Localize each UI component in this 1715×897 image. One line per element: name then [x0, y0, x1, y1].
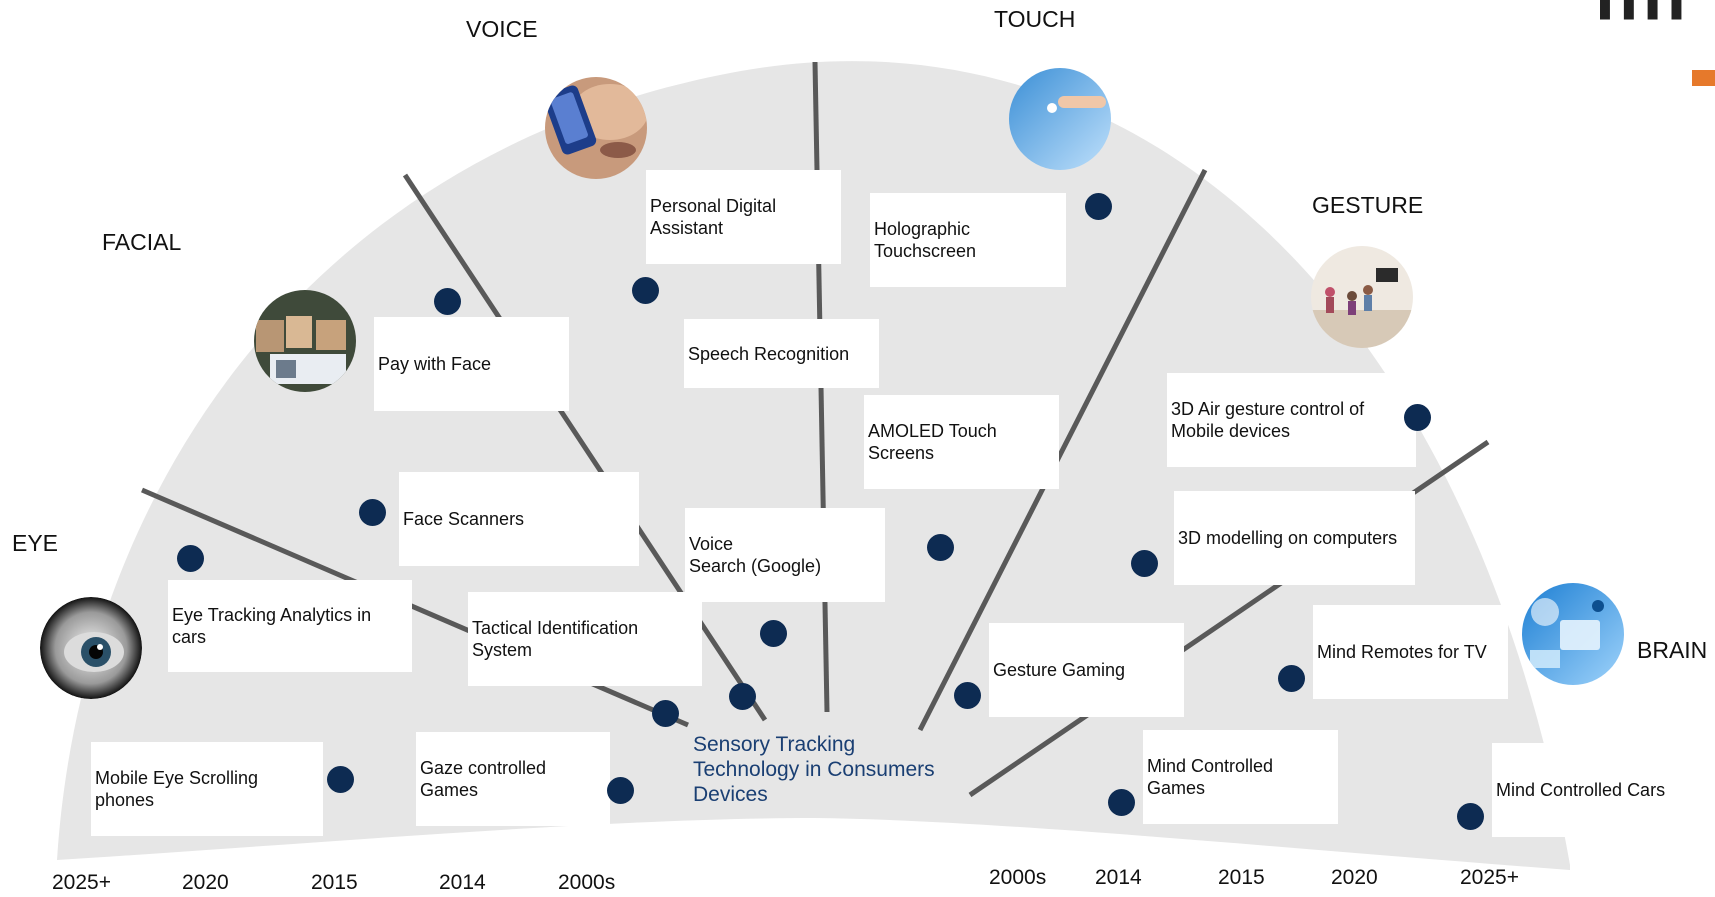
marker-dot: [927, 534, 954, 561]
marker-dot: [359, 499, 386, 526]
marker-dot: [1404, 404, 1431, 431]
item-mind-remotes: Mind Remotes for TV: [1313, 605, 1508, 699]
marker-dot: [1278, 665, 1305, 692]
item-mobile-eye-scrolling: Mobile Eye Scrolling phones: [91, 742, 323, 836]
touchscreen-photo-icon: [1009, 68, 1111, 170]
item-mind-games: Mind Controlled Games: [1143, 730, 1338, 824]
marker-dot: [760, 620, 787, 647]
marker-dot: [1085, 193, 1112, 220]
year-left-1: 2025+: [52, 871, 111, 894]
marker-dot: [434, 288, 461, 315]
year-right-1: 2000s: [989, 866, 1047, 889]
item-holographic: Holographic Touchscreen: [870, 193, 1066, 287]
item-pay-with-face: Pay with Face: [374, 317, 569, 411]
year-right-5: 2025+: [1460, 866, 1519, 889]
marker-dot: [729, 683, 756, 710]
year-right-3: 2015: [1218, 866, 1265, 889]
phone-call-photo-icon: [545, 77, 647, 179]
fan-shape: [57, 61, 1570, 871]
year-right-4: 2020: [1331, 866, 1378, 889]
item-voice-search: Voice Search (Google): [685, 508, 885, 602]
item-speech-recognition: Speech Recognition: [684, 319, 879, 388]
accent-bar: [1692, 70, 1715, 86]
marker-dot: [607, 777, 634, 804]
divider-facial-voice: [402, 173, 768, 722]
year-left-4: 2014: [439, 871, 486, 894]
category-brain: BRAIN: [1637, 637, 1708, 663]
decorative-corner-mark: ▌▌▌▌: [1600, 0, 1696, 17]
item-air-gesture: 3D Air gesture control of Mobile devices: [1167, 373, 1416, 467]
marker-dot: [1457, 803, 1484, 830]
category-gesture: GESTURE: [1312, 192, 1424, 218]
marker-dot: [1131, 550, 1158, 577]
item-gaze-games: Gaze controlled Games: [416, 732, 610, 826]
item-tactical-id: Tactical Identification System: [468, 592, 702, 686]
marker-dot: [954, 682, 981, 709]
year-left-2: 2020: [182, 871, 229, 894]
marker-dot: [327, 766, 354, 793]
category-eye: EYE: [12, 530, 59, 556]
brain-interface-photo-icon: [1522, 583, 1624, 685]
item-3d-modelling: 3D modelling on computers: [1174, 491, 1415, 585]
item-mind-cars: Mind Controlled Cars: [1492, 743, 1687, 837]
marker-dot: [632, 277, 659, 304]
item-amoled: AMOLED Touch Screens: [864, 395, 1059, 489]
item-eye-tracking-cars: Eye Tracking Analytics in cars: [168, 580, 412, 672]
marker-dot: [1108, 789, 1135, 816]
marker-dot: [177, 545, 204, 572]
category-touch: TOUCH: [994, 6, 1076, 32]
category-facial: FACIAL: [102, 229, 182, 255]
eye-photo-icon: [40, 597, 142, 699]
item-face-scanners: Face Scanners: [399, 472, 639, 566]
category-voice: VOICE: [466, 16, 538, 42]
item-gesture-gaming: Gesture Gaming: [989, 623, 1184, 717]
divider-touch-gesture: [917, 168, 1208, 732]
diagram-title: Sensory Tracking Technology in Consumers…: [693, 733, 935, 806]
year-right-2: 2014: [1095, 866, 1142, 889]
marker-dot: [652, 700, 679, 727]
face-recognition-photo-icon: [254, 290, 356, 392]
living-room-gesture-photo-icon: [1311, 246, 1413, 348]
item-personal-assistant: Personal Digital Assistant: [646, 170, 841, 264]
year-left-3: 2015: [311, 871, 358, 894]
year-left-5: 2000s: [558, 871, 616, 894]
